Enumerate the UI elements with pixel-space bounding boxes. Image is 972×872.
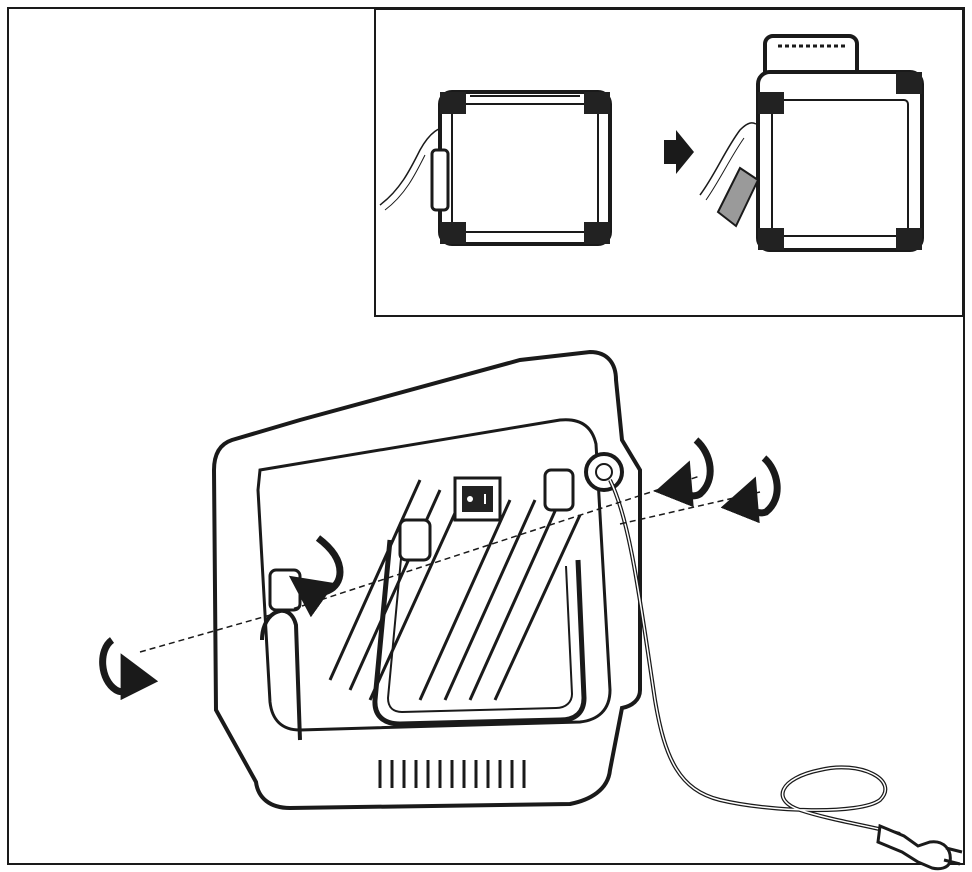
lamp-folded — [379, 90, 612, 246]
rotate-arrow-icon — [99, 637, 159, 701]
rotate-arrow-icon — [720, 455, 781, 524]
power-switch — [453, 476, 502, 522]
inset-panel — [374, 8, 964, 317]
power-plug-icon — [876, 823, 963, 871]
work-light-rear-view — [211, 349, 642, 811]
power-cable — [608, 479, 901, 836]
rotate-arrow-icon — [288, 535, 344, 618]
lamp-with-stand-open — [699, 34, 924, 252]
rotation-axis-lines — [139, 475, 761, 653]
right-arrow-icon — [664, 130, 694, 174]
rotate-arrow-icon — [654, 437, 714, 508]
